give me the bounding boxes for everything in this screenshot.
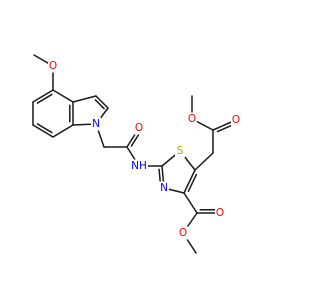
atom-label: S xyxy=(177,145,184,157)
atom-background xyxy=(91,117,101,131)
atom-O_ester1_carbonyl: O xyxy=(215,206,225,220)
atom-O_ome_ind: O xyxy=(48,59,58,73)
atom-label: NH xyxy=(131,160,147,172)
atom-O_ester2_ether: O xyxy=(187,112,197,126)
atom-N_thz: N xyxy=(159,181,169,195)
bond-C6-C7-second xyxy=(36,123,53,134)
bond-layer xyxy=(32,54,237,254)
atom-background xyxy=(215,206,225,220)
bond-C3a-C3 xyxy=(72,95,97,103)
bond-Cam-O_amide-second xyxy=(130,131,141,147)
bond-C4-C5-second xyxy=(36,93,53,104)
molecule-diagram: O N O NH S N O O O O xyxy=(32,54,241,254)
atom-background xyxy=(175,144,185,158)
atom-background xyxy=(48,59,58,73)
atom-label: O xyxy=(135,122,143,134)
atom-label: N xyxy=(160,182,168,194)
bond-C5t-C4t xyxy=(183,169,196,194)
atom-background xyxy=(159,181,169,195)
molecule-structure-svg: O N O NH S N O O O O xyxy=(32,54,241,254)
bond-C5t-CH2b xyxy=(194,152,214,171)
atom-N_ind: N xyxy=(91,117,101,131)
bond-C4t-Ce4 xyxy=(183,192,198,214)
atom-background xyxy=(134,121,144,135)
atom-background xyxy=(231,113,241,127)
bond-C5t-C4t-second xyxy=(187,173,198,192)
atom-background xyxy=(130,159,148,173)
bond-C3-C2-second xyxy=(94,99,105,110)
atom-layer: O N O NH S N O O O O xyxy=(48,59,241,240)
atom-O_ester1_ether: O xyxy=(178,226,188,240)
atom-label: O xyxy=(179,227,187,239)
bond-C3a-C4 xyxy=(52,89,74,103)
atom-label: O xyxy=(49,60,57,72)
bond-C3-C2 xyxy=(95,95,109,109)
atom-O_amide: O xyxy=(134,121,144,135)
atom-label: O xyxy=(216,207,224,219)
atom-background xyxy=(178,226,188,240)
atom-label: N xyxy=(92,118,100,130)
atom-background xyxy=(187,112,197,126)
bond-C6-C7 xyxy=(32,124,54,138)
atom-S_thz: S xyxy=(175,144,185,158)
atom-label: O xyxy=(232,114,240,126)
bond-C7-C7a xyxy=(52,124,74,138)
atom-label: O xyxy=(188,113,196,125)
bond-C4-C5 xyxy=(32,89,54,103)
atom-O_ester2_carbonyl: O xyxy=(231,113,241,127)
atom-N_amide: NH xyxy=(130,159,148,173)
